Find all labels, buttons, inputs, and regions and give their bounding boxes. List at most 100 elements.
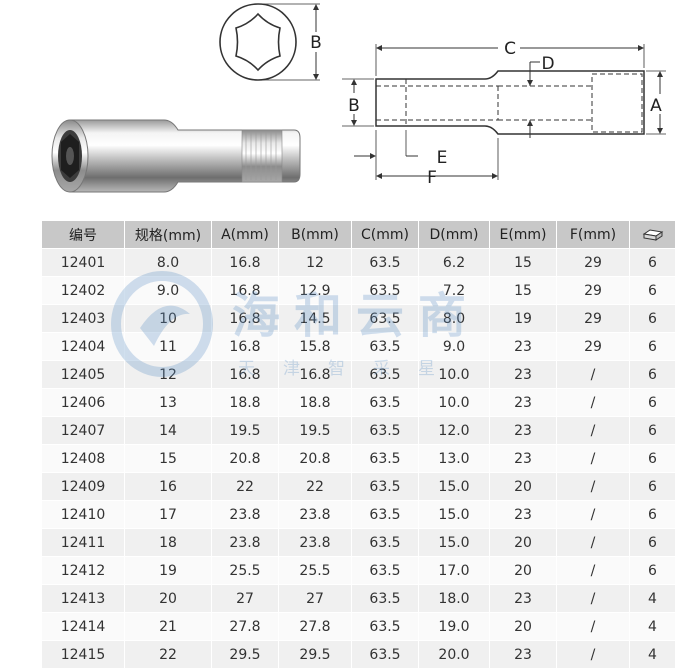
table-cell: 16.8 (212, 361, 279, 389)
table-cell: 6 (630, 305, 676, 333)
header-cell-package (630, 221, 676, 249)
table-cell: 18.8 (279, 389, 352, 417)
table-cell: 63.5 (352, 445, 419, 473)
table-cell: 22 (212, 473, 279, 501)
table-cell: 20 (490, 473, 557, 501)
table-cell: 19 (125, 557, 212, 585)
table-cell: 12415 (42, 641, 125, 668)
table-cell: 63.5 (352, 333, 419, 361)
header-cell: 编号 (42, 221, 125, 249)
dimension-label-e: E (437, 148, 448, 168)
table-cell: 12.0 (419, 417, 490, 445)
table-cell: 19.5 (212, 417, 279, 445)
table-cell: 14.5 (279, 305, 352, 333)
table-cell: 15.0 (419, 473, 490, 501)
header-cell: F(mm) (557, 221, 630, 249)
table-cell: / (557, 529, 630, 557)
table-cell: 12405 (42, 361, 125, 389)
table-cell: 20.0 (419, 641, 490, 668)
table-cell: / (557, 361, 630, 389)
table-cell: 12412 (42, 557, 125, 585)
table-cell: 21 (125, 613, 212, 641)
table-cell: 17 (125, 501, 212, 529)
table-cell: 63.5 (352, 249, 419, 277)
table-cell: 63.5 (352, 361, 419, 389)
table-cell: 20 (490, 529, 557, 557)
package-box-icon (642, 228, 664, 242)
table-cell: 16.8 (279, 361, 352, 389)
table-cell: 12413 (42, 585, 125, 613)
table-header-row: 编号 规格(mm) A(mm) B(mm) C(mm) D(mm) E(mm) … (42, 221, 675, 249)
table-cell: / (557, 501, 630, 529)
table-cell: 6 (630, 501, 676, 529)
dimension-label-d: D (541, 54, 554, 74)
table-cell: 13 (125, 389, 212, 417)
table-cell: 12411 (42, 529, 125, 557)
table-cell: 23.8 (212, 501, 279, 529)
table-cell: 13.0 (419, 445, 490, 473)
table-cell: 29 (557, 305, 630, 333)
header-cell: A(mm) (212, 221, 279, 249)
table-cell: 12408 (42, 445, 125, 473)
table-cell: 16.8 (212, 249, 279, 277)
table-cell: 12410 (42, 501, 125, 529)
table-cell: 12407 (42, 417, 125, 445)
table-cell: 25.5 (212, 557, 279, 585)
table-cell: 63.5 (352, 585, 419, 613)
table-cell: 63.5 (352, 277, 419, 305)
dimension-label-a: A (650, 96, 662, 116)
table-cell: 18.0 (419, 585, 490, 613)
table-cell: 12409 (42, 473, 125, 501)
table-cell: 16 (125, 473, 212, 501)
table-cell: 25.5 (279, 557, 352, 585)
table-cell: 18 (125, 529, 212, 557)
table-cell: 12 (125, 361, 212, 389)
table-cell: 6 (630, 445, 676, 473)
table-cell: 6 (630, 557, 676, 585)
table-cell: 6 (630, 361, 676, 389)
header-cell: 规格(mm) (125, 221, 212, 249)
table-cell: 12404 (42, 333, 125, 361)
dimension-label-b: B (310, 33, 322, 53)
dimension-label-c: C (504, 39, 516, 59)
table-cell: 23 (490, 389, 557, 417)
table-cell: 15 (490, 249, 557, 277)
table-cell: 16.8 (212, 333, 279, 361)
table-cell: 22 (279, 473, 352, 501)
table-cell: 63.5 (352, 473, 419, 501)
hex-end-view-diagram: B (216, 0, 334, 84)
table-cell: 29 (557, 249, 630, 277)
table-cell: 18.8 (212, 389, 279, 417)
table-cell: / (557, 389, 630, 417)
table-cell: 6 (630, 389, 676, 417)
socket-outer-circle (220, 4, 296, 80)
table-cell: 20 (490, 613, 557, 641)
table-cell: 12402 (42, 277, 125, 305)
table-cell: 15 (490, 277, 557, 305)
table-cell: 63.5 (352, 417, 419, 445)
table-cell: / (557, 585, 630, 613)
table-cell: 27 (279, 585, 352, 613)
dimension-label-b-side: B (348, 96, 360, 116)
table-cell: 23 (490, 361, 557, 389)
table-cell: 63.5 (352, 501, 419, 529)
table-cell: 12.9 (279, 277, 352, 305)
table-cell: 22 (125, 641, 212, 668)
table-cell: 7.2 (419, 277, 490, 305)
table-cell: 8.0 (125, 249, 212, 277)
table-cell: / (557, 473, 630, 501)
table-cell: 23 (490, 585, 557, 613)
table-cell: 15 (125, 445, 212, 473)
table-cell: 16.8 (212, 277, 279, 305)
table-cell: 6 (630, 473, 676, 501)
table-cell: 6 (630, 417, 676, 445)
